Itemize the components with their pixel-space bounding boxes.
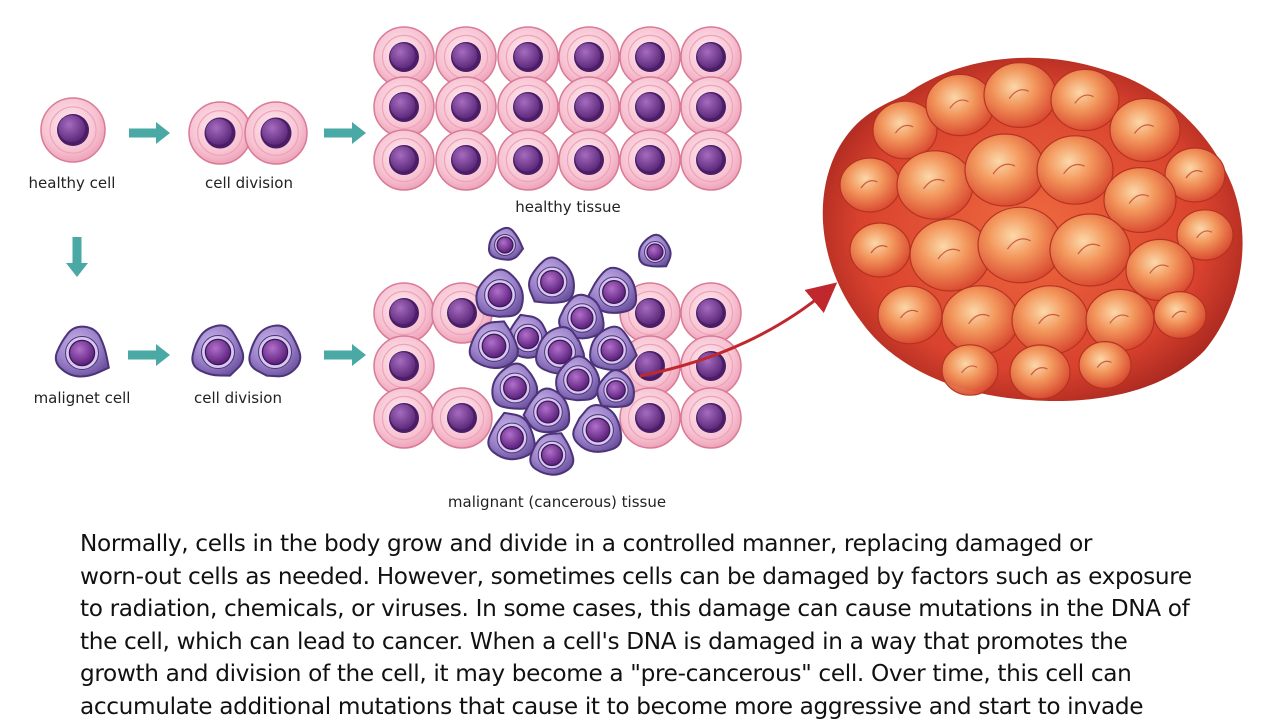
healthy-tissue-cell: [559, 130, 619, 190]
tumor-lobe: [1110, 99, 1180, 162]
tumor-lobe: [850, 223, 910, 277]
healthy-tissue-cell: [681, 77, 741, 137]
tumor-lobe: [1154, 292, 1206, 339]
tumor-lobe: [1079, 342, 1131, 389]
cell-division-label: cell division: [205, 174, 293, 192]
healthy-cell: [41, 98, 105, 162]
malignant-tissue-cell: [489, 228, 523, 260]
malignant-tissue-cell: [476, 270, 522, 317]
healthy-tissue-cell: [559, 77, 619, 137]
tumor-lobe: [1012, 286, 1088, 354]
description-line: the cell, which can lead to cancer. When…: [80, 626, 1220, 659]
tumor-lobe: [1086, 289, 1154, 350]
tumor-lobe: [840, 158, 900, 212]
tumor-lobe: [965, 134, 1045, 206]
healthy-tissue-cell: [681, 388, 741, 448]
malignant-tissue-cell: [529, 258, 574, 303]
arrow-icon: [324, 344, 366, 366]
healthy-tissue-cell: [681, 130, 741, 190]
description-line: accumulate additional mutations that cau…: [80, 691, 1220, 723]
malignant-tissue-label: malignant (cancerous) tissue: [448, 493, 666, 511]
healthy-tissue-cell: [498, 130, 558, 190]
healthy-tissue-label: healthy tissue: [515, 198, 621, 216]
arrow-icon: [66, 237, 88, 277]
dividing-malignant-cell: [249, 325, 300, 376]
arrow-icon: [324, 122, 366, 144]
healthy-tissue-cell: [374, 130, 434, 190]
tumor-lobe: [942, 286, 1018, 354]
malignant-cell-label: malignet cell: [34, 389, 131, 407]
tumor-lobe: [942, 345, 998, 395]
cell-division-label: cell division: [194, 389, 282, 407]
dividing-healthy-cell: [245, 102, 307, 164]
healthy-tissue-cell: [681, 283, 741, 343]
healthy-cell-label: healthy cell: [29, 174, 116, 192]
healthy-tissue-cell: [374, 77, 434, 137]
healthy-tissue-cell: [498, 77, 558, 137]
healthy-tissue-cell: [620, 77, 680, 137]
malignant-cell: [56, 327, 109, 377]
malignant-tissue-cell: [573, 405, 621, 452]
malignant-tissue-cell: [530, 433, 573, 474]
malignant-tissue-cell: [639, 235, 671, 267]
healthy-tissue: [374, 27, 741, 190]
dividing-healthy-cell: [189, 102, 251, 164]
tumor-lobe: [897, 151, 973, 219]
tumor-lobe: [1037, 136, 1113, 204]
healthy-tissue-cell: [374, 283, 434, 343]
description-line: worn-out cells as needed. However, somet…: [80, 561, 1220, 594]
description-line: Normally, cells in the body grow and div…: [80, 528, 1220, 561]
healthy-tissue-cell: [681, 336, 741, 396]
healthy-tissue-cell: [620, 130, 680, 190]
tumor-lobe: [984, 63, 1056, 128]
healthy-tissue-cell: [432, 388, 492, 448]
tumor-lobe: [1051, 69, 1119, 130]
tumor-lobe: [878, 286, 942, 344]
tumor-mass: [823, 58, 1243, 401]
healthy-tissue-cell: [436, 130, 496, 190]
malignant-tissue: [374, 228, 741, 475]
tumor-lobe: [1050, 214, 1130, 286]
healthy-tissue-cell: [374, 388, 434, 448]
tumor-lobe: [910, 219, 990, 291]
arrow-icon: [128, 344, 170, 366]
tumor-lobe: [1010, 345, 1070, 399]
tumor-lobe: [926, 74, 994, 135]
dividing-malignant-cell: [192, 325, 243, 375]
healthy-tissue-cell: [374, 336, 434, 396]
tumor-lobe: [978, 207, 1062, 283]
description-line: growth and division of the cell, it may …: [80, 658, 1220, 691]
healthy-tissue-cell: [436, 77, 496, 137]
description-paragraph: Normally, cells in the body grow and div…: [80, 528, 1220, 723]
arrow-icon: [129, 122, 170, 144]
description-line: to radiation, chemicals, or viruses. In …: [80, 593, 1220, 626]
